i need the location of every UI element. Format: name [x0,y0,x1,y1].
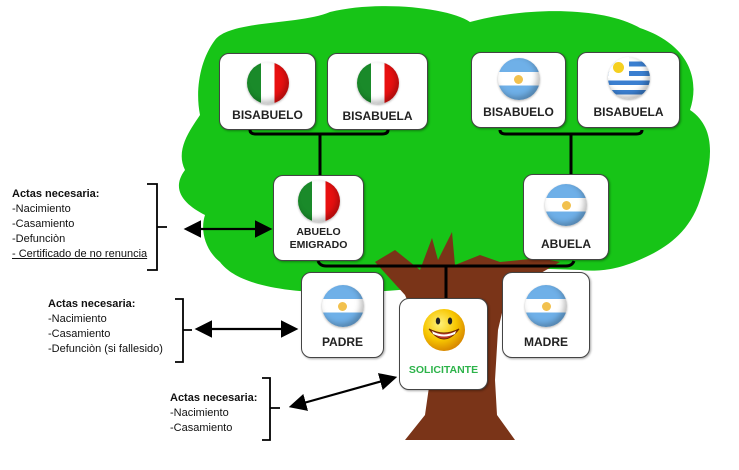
card-label: BISABUELO [232,108,303,122]
note-item: -Casamiento [12,218,75,230]
card-abuela[interactable]: ABUELA [523,174,609,260]
note-item: - Certificado de no renuncia [12,248,148,260]
arrows [183,220,398,411]
note-item: -Nacimiento [48,313,107,325]
italy-flag-icon [246,62,289,104]
card-solicitante[interactable]: SOLICITANTE [399,298,488,390]
card-label-line1: ABUELO [296,226,341,238]
card-madre[interactable]: MADRE [502,272,590,358]
card-label-line2: EMIGRADO [289,239,348,251]
card-bisabuela-paternal[interactable]: BISABUELA [327,53,428,130]
note-item: -Casamiento [48,328,111,340]
italy-flag-icon [297,180,340,222]
card-bisabuelo-materno[interactable]: BISABUELO [471,52,566,128]
arrow-solicitante [288,373,398,411]
argentina-flag-icon [497,58,540,100]
argentina-flag-icon [545,184,587,226]
note-item: -Nacimiento [12,203,71,215]
note-item: -Defunciòn [12,233,66,245]
uruguay-flag-icon [607,57,650,99]
card-label: BISABUELO [483,105,554,119]
note-solicitante: Actas necesaria: -Nacimiento -Casamiento [170,391,257,436]
card-label: SOLICITANTE [408,364,479,376]
note-brackets [147,183,280,441]
note-title: Actas necesaria: [12,188,100,200]
card-abuelo-emigrado[interactable]: ABUELO EMIGRADO [273,175,364,261]
note-title: Actas necesaria: [48,298,136,310]
card-label: PADRE [321,335,364,349]
card-label: BISABUELA [593,105,664,119]
card-label: BISABUELA [342,109,413,123]
argentina-flag-icon [525,285,567,327]
note-item: -Nacimiento [170,407,229,419]
card-bisabuelo-paternal[interactable]: BISABUELO [219,53,316,130]
note-padre: Actas necesaria: -Nacimiento -Casamiento… [48,297,163,357]
note-item: -Casamiento [170,422,233,434]
card-bisabuela-materna[interactable]: BISABUELA [577,52,680,128]
italy-flag-icon [356,62,399,104]
smiley-face-icon [423,309,465,351]
connectors [248,129,644,298]
card-padre[interactable]: PADRE [301,272,384,358]
note-title: Actas necesaria: [170,392,258,404]
argentina-flag-icon [321,285,364,327]
note-item: -Defunciòn (si fallesido) [48,343,163,355]
card-label: ABUELA [541,237,591,251]
card-label: MADRE [524,335,568,349]
note-abuelo-emigrado: Actas necesaria: -Nacimiento -Casamiento… [12,187,147,262]
